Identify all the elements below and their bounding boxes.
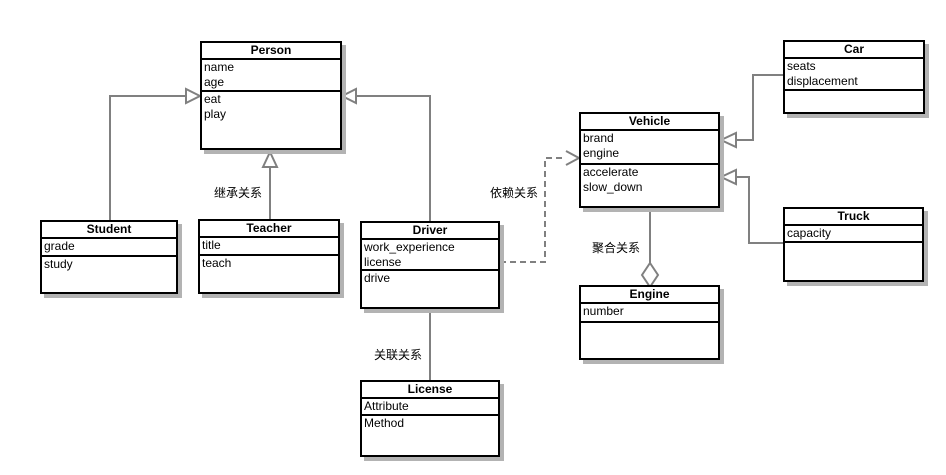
class-box-car[interactable]: Car seats displacement	[783, 40, 925, 114]
class-title: Vehicle	[581, 114, 718, 131]
class-title: Driver	[362, 223, 498, 240]
attribute-row: work_experience	[364, 240, 455, 254]
attributes-section: capacity	[785, 226, 922, 243]
methods-section: Method	[362, 416, 498, 455]
class-title: Person	[202, 43, 340, 60]
method-row: teach	[202, 256, 232, 270]
methods-section: teach	[200, 256, 338, 292]
methods-section	[581, 323, 718, 358]
methods-section	[785, 91, 923, 112]
class-title: License	[362, 382, 498, 399]
methods-section: study	[42, 257, 176, 292]
attribute-row: license	[364, 255, 402, 269]
method-row: eat	[204, 92, 221, 106]
methods-section: eat play	[202, 92, 340, 148]
method-row: accelerate	[583, 165, 639, 179]
method-row: study	[44, 257, 73, 271]
attribute-row: age	[204, 75, 225, 89]
method-row: play	[204, 107, 227, 121]
class-box-vehicle[interactable]: Vehicle brand engine accelerate slow_dow…	[579, 112, 720, 208]
attribute-row: title	[202, 238, 221, 252]
class-title: Truck	[785, 209, 922, 226]
method-row: Method	[364, 416, 405, 430]
label-inheritance-relation: 继承关系	[214, 186, 263, 200]
methods-section: accelerate slow_down	[581, 165, 718, 206]
attribute-row: name	[204, 60, 235, 74]
attribute-row: grade	[44, 239, 75, 253]
edge-driver-vehicle-dashed	[500, 157, 566, 263]
inheritance-arrow-vehicle-bottom-icon	[718, 168, 737, 186]
class-title: Teacher	[200, 221, 338, 238]
class-box-driver[interactable]: Driver work_experience license drive	[360, 221, 500, 309]
class-title: Car	[785, 42, 923, 59]
class-title: Engine	[581, 287, 718, 304]
attributes-section: seats displacement	[785, 59, 923, 91]
attribute-row: capacity	[787, 226, 832, 240]
attributes-section: work_experience license	[362, 240, 498, 271]
aggregation-diamond-icon	[640, 261, 660, 289]
inheritance-arrow-person-right-icon	[339, 87, 357, 105]
method-row: drive	[364, 271, 391, 285]
inheritance-arrow-person-left-icon	[185, 87, 203, 105]
edge-car-vehicle	[736, 74, 783, 141]
class-box-teacher[interactable]: Teacher title teach	[198, 219, 340, 294]
method-row: slow_down	[583, 180, 643, 194]
attribute-row: engine	[583, 146, 620, 160]
attribute-row: Attribute	[364, 399, 409, 413]
edge-student-person	[109, 95, 186, 220]
methods-section	[785, 243, 922, 280]
class-box-student[interactable]: Student grade study	[40, 220, 178, 294]
edge-driver-person	[356, 95, 431, 221]
attribute-row: displacement	[787, 74, 858, 88]
edge-truck-vehicle	[736, 176, 783, 244]
class-box-truck[interactable]: Truck capacity	[783, 207, 924, 282]
dependency-open-arrow-icon	[565, 150, 582, 166]
class-box-license[interactable]: License Attribute Method	[360, 380, 500, 457]
attributes-section: Attribute	[362, 399, 498, 416]
attribute-row: number	[583, 304, 624, 318]
label-dependency-relation: 依赖关系	[490, 186, 539, 200]
class-title: Student	[42, 222, 176, 239]
attributes-section: grade	[42, 239, 176, 257]
attributes-section: number	[581, 304, 718, 323]
label-association-relation: 关联关系	[374, 348, 423, 362]
inheritance-arrow-person-bottom-icon	[261, 149, 279, 168]
attribute-row: brand	[583, 131, 614, 145]
attributes-section: title	[200, 238, 338, 256]
label-aggregation-relation: 聚合关系	[592, 241, 641, 255]
class-box-engine[interactable]: Engine number	[579, 285, 720, 360]
class-box-person[interactable]: Person name age eat play	[200, 41, 342, 150]
attributes-section: brand engine	[581, 131, 718, 165]
inheritance-arrow-vehicle-top-icon	[718, 131, 737, 149]
attributes-section: name age	[202, 60, 340, 92]
methods-section: drive	[362, 271, 498, 307]
attribute-row: seats	[787, 59, 816, 73]
